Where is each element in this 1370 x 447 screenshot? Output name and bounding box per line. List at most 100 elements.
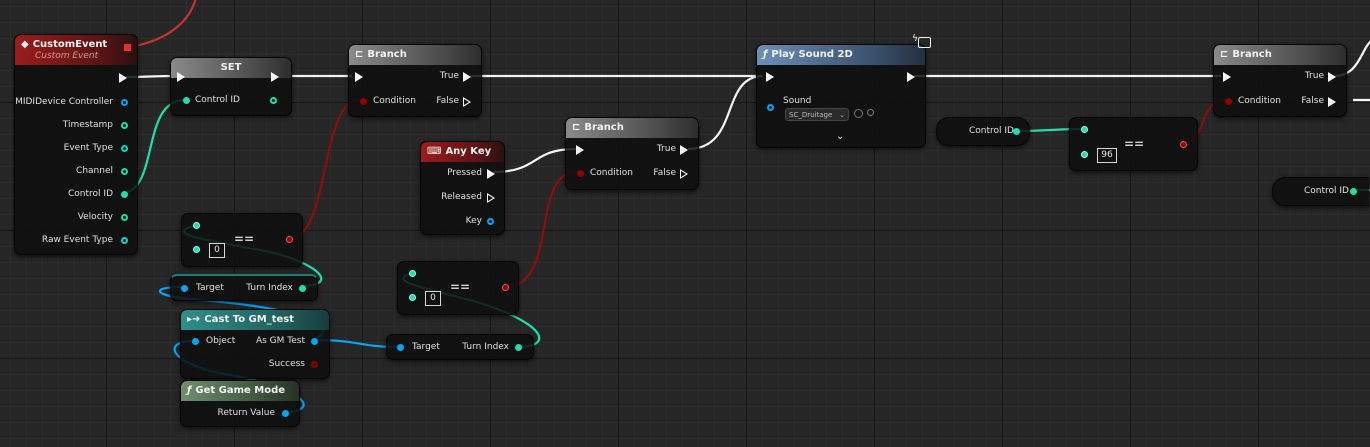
branch3-condition-pin[interactable]	[1225, 98, 1232, 105]
branch-node-1[interactable]: ⊏Branch True Condition False	[348, 44, 482, 117]
browse-search-icon[interactable]	[867, 109, 874, 116]
any-key-node[interactable]: ⌨Any Key Pressed Released Key	[420, 141, 505, 235]
branch2-false-pin[interactable]	[680, 169, 688, 179]
turn-a-target-label: Target	[196, 283, 224, 293]
branch3-true-pin[interactable]	[1328, 72, 1336, 82]
cast-object-pin[interactable]	[192, 338, 199, 345]
cast-success-pin[interactable]	[311, 361, 318, 368]
turn-b-out-pin[interactable]	[515, 344, 522, 351]
play-sound-exec-out-pin[interactable]	[907, 72, 915, 82]
pin-timestamp[interactable]	[121, 122, 128, 129]
pin-control-id[interactable]	[121, 191, 128, 198]
cast-node[interactable]: ▸➜Cast To GM_test Object As GM Test Succ…	[180, 309, 330, 379]
branch1-exec-in-pin[interactable]	[355, 72, 363, 82]
equal-b-value-box[interactable]: 0	[425, 291, 441, 306]
branch3-header[interactable]: ⊏Branch	[1214, 45, 1346, 65]
set-control-id-out-pin[interactable]	[270, 97, 277, 104]
control-id-var2-label: Control ID	[1304, 186, 1349, 196]
custom-event-header[interactable]: ◆CustomEvent	[15, 35, 137, 65]
use-selected-asset-icon[interactable]	[854, 109, 863, 118]
branch1-false-label: False	[436, 96, 459, 106]
set-header[interactable]: SET	[171, 58, 291, 78]
play-sound-exec-in-pin[interactable]	[766, 72, 774, 82]
branch2-true-pin[interactable]	[680, 145, 688, 155]
branch3-false-pin[interactable]	[1328, 97, 1336, 107]
turn-b-out-label: Turn Index	[462, 342, 509, 352]
equal-node-b[interactable]: 0 ==	[397, 261, 519, 315]
set-control-id-in-pin[interactable]	[183, 97, 190, 104]
any-key-header[interactable]: ⌨Any Key	[421, 142, 504, 162]
turn-a-target-pin[interactable]	[181, 285, 188, 292]
set-exec-out-pin[interactable]	[271, 72, 279, 82]
pin-velocity[interactable]	[121, 214, 128, 221]
cast-title: Cast To GM_test	[204, 314, 295, 325]
set-exec-in-pin[interactable]	[177, 72, 185, 82]
advanced-expand-chevron-icon[interactable]: ⌄	[836, 131, 845, 142]
set-node[interactable]: SET Control ID	[170, 57, 292, 116]
equal-a-out-pin[interactable]	[286, 236, 293, 243]
pin-midi-controller[interactable]	[121, 99, 128, 106]
pin-event-type[interactable]	[121, 145, 128, 152]
game-mode-return-pin[interactable]	[282, 410, 289, 417]
branch1-true-pin[interactable]	[463, 72, 471, 82]
turn-a-out-pin[interactable]	[299, 285, 306, 292]
equal-a-value-box[interactable]: 0	[209, 243, 225, 258]
pin-raw-event-type[interactable]	[121, 237, 128, 244]
sound-asset-dropdown[interactable]: SC_Druitage⌄	[785, 108, 849, 121]
equal-96-out-pin[interactable]	[1180, 141, 1187, 148]
branch1-header[interactable]: ⊏Branch	[349, 45, 481, 65]
branch2-condition-pin[interactable]	[577, 170, 584, 177]
control-id-var-out-pin[interactable]	[1013, 128, 1020, 135]
branch2-header[interactable]: ⊏Branch	[566, 118, 698, 138]
turn-b-target-pin[interactable]	[397, 344, 404, 351]
exec-wire-branch2-play	[687, 74, 764, 151]
branch-icon: ⊏	[572, 122, 581, 133]
turn-index-node-b[interactable]: Target Turn Index	[386, 334, 534, 360]
equal-96-value-box[interactable]: 96	[1097, 148, 1117, 163]
equal-a-in-pin-1[interactable]	[193, 222, 200, 229]
any-key-key-label: Key	[465, 216, 482, 226]
event-diamond-icon: ◆	[21, 39, 29, 50]
equal-b-out-pin[interactable]	[502, 284, 509, 291]
control-id-variable-node[interactable]: Control ID	[936, 117, 1030, 146]
branch-node-2[interactable]: ⊏Branch True Condition False	[565, 117, 699, 190]
any-key-key-pin[interactable]	[487, 218, 494, 225]
branch1-true-label: True	[439, 71, 459, 81]
cast-as-pin[interactable]	[311, 338, 318, 345]
control-id-variable-node-2[interactable]: Control ID	[1272, 177, 1369, 206]
control-id-var-label: Control ID	[969, 126, 1014, 136]
delegate-pin[interactable]	[124, 44, 131, 51]
lightning-icon: ϟ	[912, 34, 918, 44]
equal-a-in-pin-2[interactable]	[193, 246, 200, 253]
branch1-condition-pin[interactable]	[360, 98, 367, 105]
branch2-exec-in-pin[interactable]	[576, 145, 584, 155]
equal-b-in-pin-1[interactable]	[409, 270, 416, 277]
function-icon: ƒ	[187, 385, 192, 396]
equal-b-in-pin-2[interactable]	[409, 294, 416, 301]
pin-label-raw-event-type: Raw Event Type	[41, 235, 113, 245]
branch1-false-pin[interactable]	[463, 97, 471, 107]
turn-index-node-a[interactable]: Target Turn Index	[170, 274, 318, 301]
play-sound-sound-pin[interactable]	[767, 104, 774, 111]
branch-icon: ⊏	[355, 49, 364, 60]
custom-event-title: CustomEvent	[32, 39, 108, 50]
any-key-released-pin[interactable]	[487, 193, 495, 203]
equal-96-in-pin-2[interactable]	[1081, 151, 1088, 158]
equal-node-96[interactable]: 96 ==	[1069, 117, 1198, 171]
branch3-title: Branch	[1232, 49, 1272, 60]
custom-event-exec-out-pin[interactable]	[119, 73, 127, 83]
equal-96-in-pin-1[interactable]	[1081, 126, 1088, 133]
cast-header[interactable]: ▸➜Cast To GM_test	[181, 310, 329, 330]
control-id-var2-out-pin[interactable]	[1350, 188, 1357, 195]
equal-node-a[interactable]: 0 ==	[181, 213, 303, 267]
pin-channel[interactable]	[121, 168, 128, 175]
custom-event-node[interactable]: ◆CustomEvent Custom Event MIDIDevice Con…	[14, 34, 138, 255]
branch-node-3[interactable]: ⊏Branch True Condition False	[1213, 44, 1347, 117]
branch2-condition-label: Condition	[590, 168, 633, 178]
branch3-exec-in-pin[interactable]	[1223, 72, 1231, 82]
any-key-pressed-pin[interactable]	[487, 169, 495, 179]
